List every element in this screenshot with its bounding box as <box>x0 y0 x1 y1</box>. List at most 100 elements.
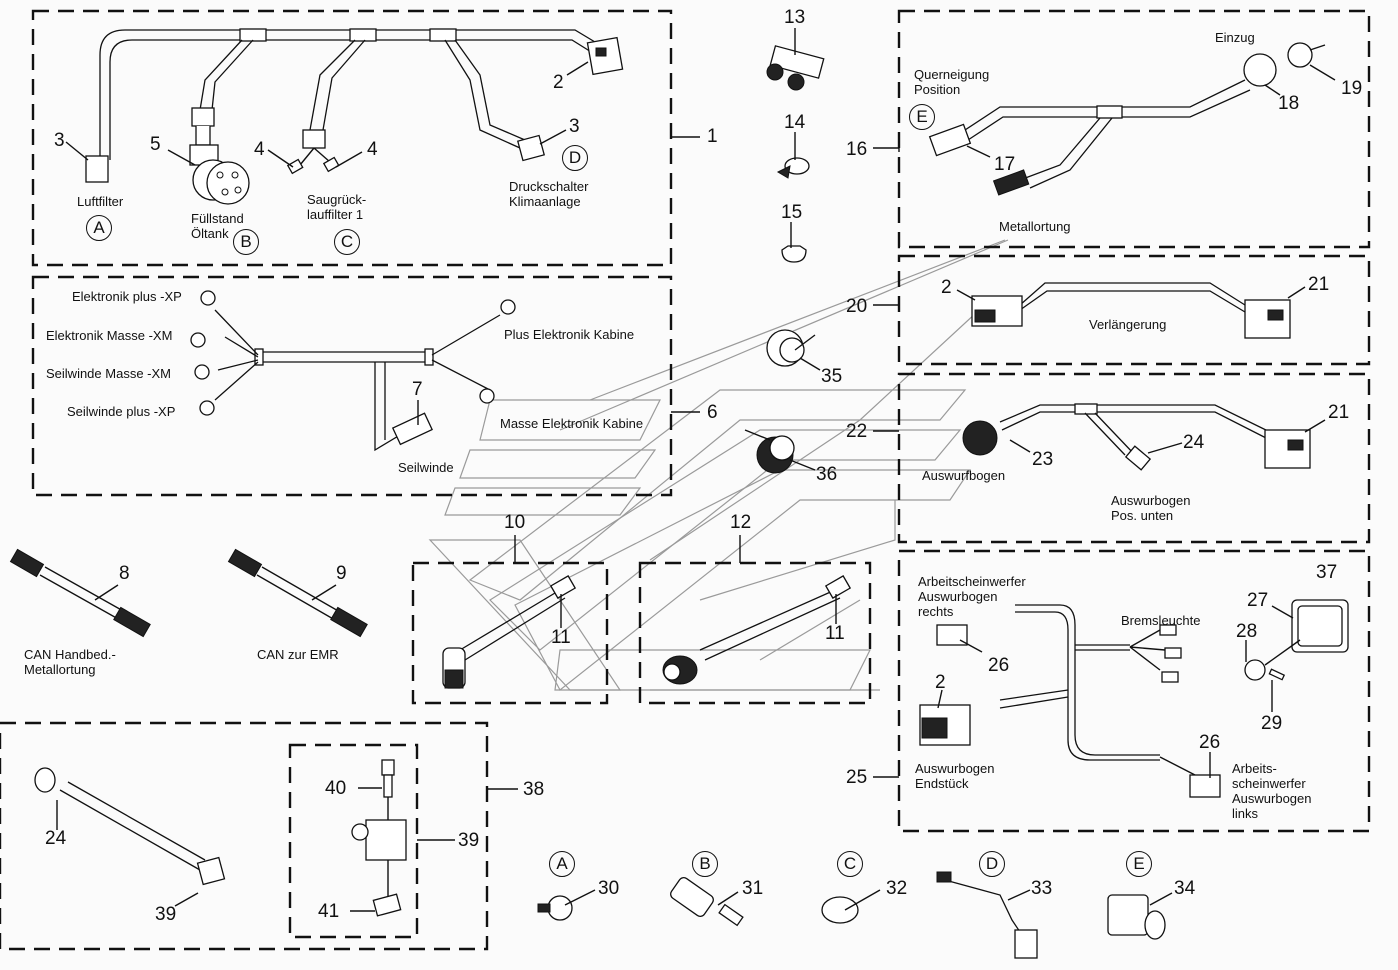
group-38-parts <box>34 759 407 917</box>
callout-3: 3 <box>569 116 580 137</box>
label-arbeits-links: Arbeits- scheinwerfer Auswurbogen links <box>1232 761 1312 821</box>
group-box-39 <box>288 743 419 939</box>
label-seilwinde-masse: Seilwinde Masse -XM <box>46 366 171 381</box>
marker-c-saugrueck: C <box>334 229 360 255</box>
callout-10: 10 <box>504 512 526 533</box>
callout-39: 39 <box>458 830 480 851</box>
callout-21: 21 <box>1308 274 1330 295</box>
harness-25 <box>919 599 1349 798</box>
callout-30: 30 <box>598 878 620 899</box>
callout-39: 39 <box>155 904 177 925</box>
label-druckschalter: Druckschalter Klimaanlage <box>509 179 589 209</box>
callout-34: 34 <box>1174 878 1196 899</box>
callout-21: 21 <box>1328 402 1350 423</box>
group-box-6 <box>31 275 673 497</box>
marker-a-luftfilter: A <box>86 215 112 241</box>
callout-27: 27 <box>1247 590 1269 611</box>
marker-d-part-33: D <box>979 851 1005 877</box>
label-auswurbogen-pos-unten: Auswurbogen Pos. unten <box>1111 493 1191 523</box>
callout-26: 26 <box>988 655 1010 676</box>
callout-19: 19 <box>1341 78 1363 99</box>
callout-11: 11 <box>825 623 845 644</box>
callout-16: 16 <box>846 139 868 160</box>
callout-33: 33 <box>1031 878 1053 899</box>
parts-column-center <box>744 28 825 474</box>
callout-24: 24 <box>45 828 67 849</box>
label-bremsleuchte: Bremsleuchte <box>1121 613 1201 628</box>
callout-29: 29 <box>1261 713 1283 734</box>
label-fuellstand: Füllstand Öltank <box>191 211 244 241</box>
label-masse-kabine: Masse Elektronik Kabine <box>500 416 644 431</box>
group-box-38 <box>0 721 489 951</box>
callout-24: 24 <box>1183 432 1205 453</box>
cable-10-12 <box>442 575 852 689</box>
callout-37: 37 <box>1316 562 1338 583</box>
harness-6 <box>190 290 516 452</box>
label-elektronik-plus: Elektronik plus -XP <box>72 289 182 304</box>
label-auswurfbogen: Auswurfbogen <box>922 468 1006 483</box>
callout-35: 35 <box>821 366 843 387</box>
group-box-25 <box>897 549 1371 833</box>
callout-31: 31 <box>742 878 764 899</box>
callout-14: 14 <box>784 112 806 133</box>
label-einzug: Einzug <box>1215 30 1255 45</box>
callout-2: 2 <box>935 672 946 693</box>
callout-1: 1 <box>707 126 718 147</box>
group-box-1 <box>31 9 673 267</box>
callout-6: 6 <box>707 402 718 423</box>
label-can-emr: CAN zur EMR <box>257 647 339 662</box>
marker-e-querneigung: E <box>909 104 935 130</box>
label-querneigung: Querneigung Position <box>914 67 990 97</box>
callout-32: 32 <box>886 878 908 899</box>
callout-4: 4 <box>254 139 265 160</box>
marker-e-part-34: E <box>1126 851 1152 877</box>
callout-3: 3 <box>54 130 65 151</box>
harness-1 <box>65 28 624 205</box>
callout-23: 23 <box>1032 449 1054 470</box>
callout-12: 12 <box>730 512 752 533</box>
callout-38: 38 <box>523 779 545 800</box>
can-cables <box>9 548 368 638</box>
callout-40: 40 <box>325 778 347 799</box>
label-arbeits-rechts: Arbeitscheinwerfer Auswurbogen rechts <box>918 574 1026 619</box>
bottom-parts-row <box>537 871 1173 959</box>
group-box-10 <box>411 561 609 705</box>
callout-4: 4 <box>367 139 378 160</box>
group-box-20 <box>897 254 1371 366</box>
callout-2: 2 <box>553 72 564 93</box>
harness-16 <box>928 42 1336 196</box>
callout-2: 2 <box>941 277 952 298</box>
label-can-handbed: CAN Handbed.- Metallortung <box>24 647 116 677</box>
marker-c-part-32: C <box>837 851 863 877</box>
label-seilwinde: Seilwinde <box>398 460 454 475</box>
harness-20 <box>956 282 1306 339</box>
marker-a-part-30: A <box>549 851 575 877</box>
callout-13: 13 <box>784 7 806 28</box>
label-plus-kabine: Plus Elektronik Kabine <box>504 327 635 342</box>
label-seilwinde-plus: Seilwinde plus -XP <box>67 404 176 419</box>
callout-25: 25 <box>846 767 868 788</box>
label-saugrueck: Saugrück- lauffilter 1 <box>307 192 367 222</box>
callout-8: 8 <box>119 563 130 584</box>
group-box-12 <box>638 561 872 705</box>
callout-41: 41 <box>318 901 340 922</box>
label-metallortung: Metallortung <box>999 219 1071 234</box>
callout-17: 17 <box>994 154 1016 175</box>
callout-11: 11 <box>551 627 571 648</box>
callout-15: 15 <box>781 202 803 223</box>
label-verlaengerung: Verlängerung <box>1089 317 1167 332</box>
marker-b-part-31: B <box>692 851 718 877</box>
marker-d-druckschalter: D <box>562 145 588 171</box>
group-box-22 <box>897 372 1371 544</box>
callout-7: 7 <box>412 379 423 400</box>
callout-5: 5 <box>150 134 161 155</box>
marker-b-fuellstand: B <box>233 229 259 255</box>
callout-36: 36 <box>816 464 838 485</box>
callout-20: 20 <box>846 296 868 317</box>
callout-26: 26 <box>1199 732 1221 753</box>
callout-18: 18 <box>1278 93 1300 114</box>
watermark-logo <box>428 239 1009 691</box>
harness-22 <box>962 403 1326 471</box>
label-elektronik-masse: Elektronik Masse -XM <box>46 328 173 343</box>
